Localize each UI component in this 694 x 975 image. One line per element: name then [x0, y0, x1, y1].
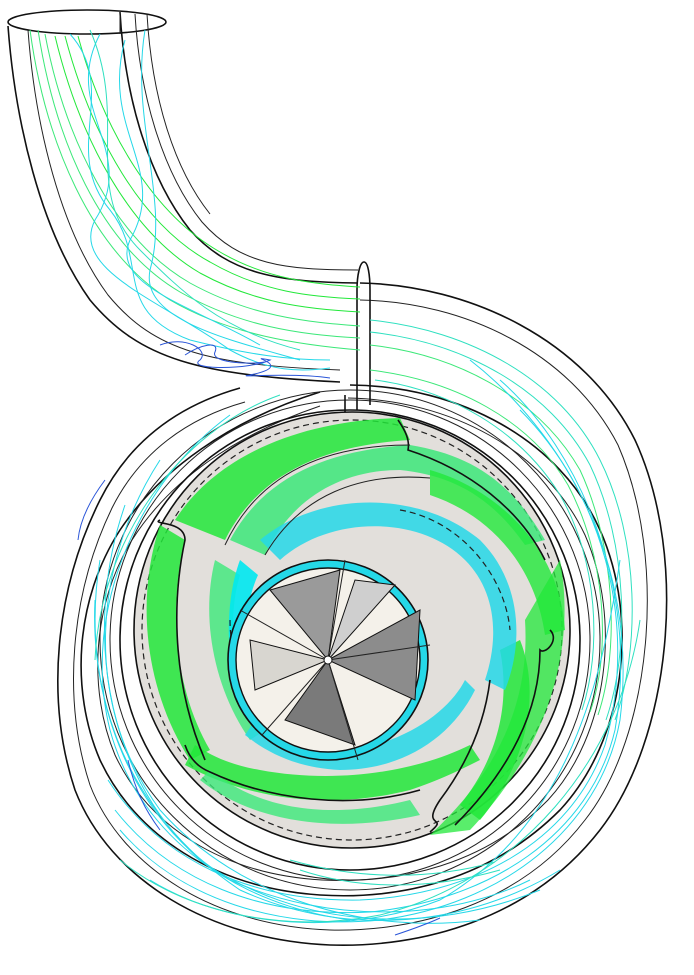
impeller-blade-passages	[146, 418, 565, 835]
inlet-streamlines	[29, 29, 361, 379]
volute-streamlines	[77, 319, 641, 936]
inlet-opening	[7, 9, 167, 35]
inlet-elbow-pipe	[7, 9, 359, 383]
impeller-blades	[157, 419, 555, 833]
volute-casing	[57, 261, 668, 947]
impeller-hub	[227, 559, 431, 761]
volute-tongue	[356, 261, 371, 410]
